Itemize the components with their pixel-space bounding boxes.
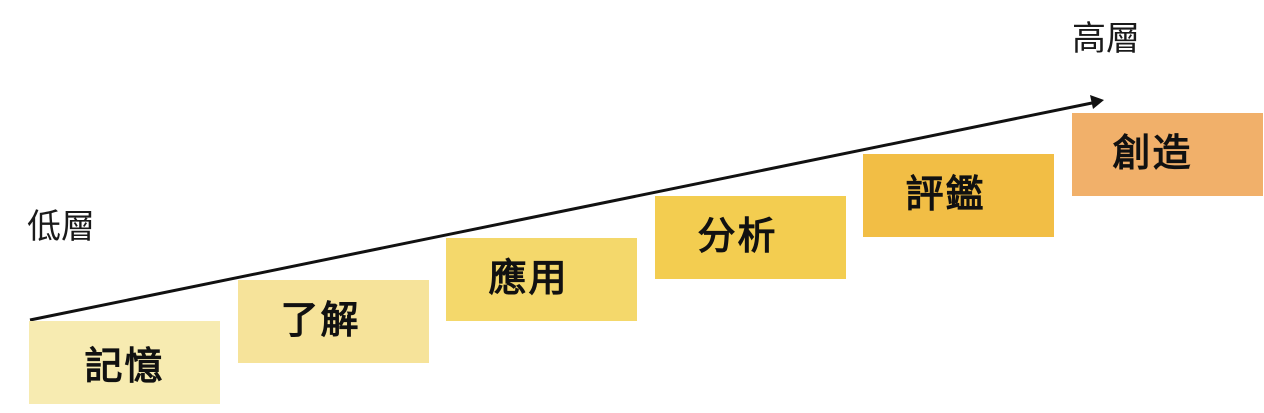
step-label: 創造 [1112, 130, 1193, 175]
step-label: 應用 [488, 255, 569, 300]
step-remember: 記憶 [29, 321, 220, 404]
low-level-label: 低層 [27, 207, 95, 247]
step-apply: 應用 [446, 238, 637, 321]
step-label: 分析 [697, 213, 778, 258]
step-evaluate: 評鑑 [863, 154, 1054, 237]
arrow-head [1090, 95, 1104, 109]
step-label: 了解 [280, 298, 361, 342]
step-label: 評鑑 [905, 171, 986, 216]
step-analyze: 分析 [655, 196, 846, 279]
step-label: 記憶 [84, 343, 165, 388]
step-create: 創造 [1072, 113, 1263, 196]
step-understand: 了解 [238, 280, 429, 363]
high-level-label: 高層 [1072, 19, 1140, 59]
